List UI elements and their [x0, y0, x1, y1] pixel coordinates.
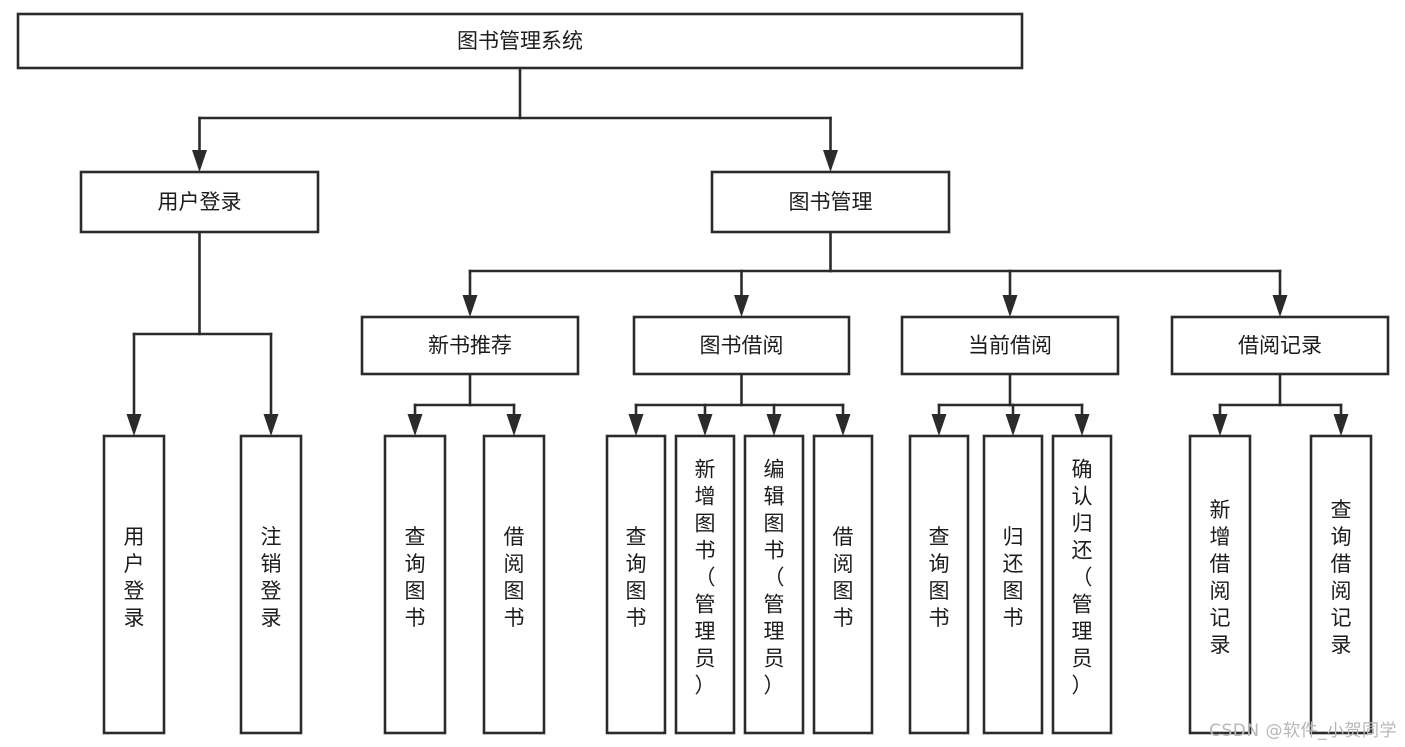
node-label: 新书推荐 — [428, 334, 512, 358]
node-book-borrow[interactable]: 图书借阅 — [632, 315, 851, 376]
node-leaf-return-book[interactable]: 归还图书 — [982, 434, 1044, 735]
node-label: 查询图书 — [626, 525, 647, 630]
watermark-text: CSDN @软件_小贺同学 — [1209, 721, 1397, 741]
node-leaf-query-book-borrow[interactable]: 查询图书 — [605, 434, 667, 735]
node-borrow-record[interactable]: 借阅记录 — [1170, 315, 1390, 376]
node-label: 查询借阅记录 — [1331, 498, 1352, 657]
node-label: 借阅图书 — [504, 525, 525, 630]
node-label: 查询图书 — [929, 525, 950, 630]
arrow-head-icon — [192, 150, 207, 172]
node-leaf-confirm-return[interactable]: 确认归还（管理员） — [1051, 434, 1113, 735]
node-label: 借阅记录 — [1238, 334, 1322, 358]
node-book-manage[interactable]: 图书管理 — [710, 170, 951, 234]
arrow-head-icon — [126, 414, 142, 436]
node-label: 图书管理 — [789, 190, 873, 214]
node-box — [1051, 434, 1113, 735]
edges-layer — [126, 66, 1349, 436]
node-box — [908, 434, 970, 735]
arrow-head-icon — [1212, 414, 1228, 436]
arrow-head-icon — [1333, 414, 1349, 436]
node-label: 当前借阅 — [968, 334, 1052, 358]
node-box — [102, 434, 166, 735]
arrow-head-icon — [835, 414, 851, 436]
node-label: 图书管理系统 — [457, 29, 583, 53]
arrow-head-icon — [628, 414, 644, 436]
node-box — [383, 434, 447, 735]
node-leaf-query-book-current[interactable]: 查询图书 — [908, 434, 970, 735]
node-label: 用户登录 — [158, 190, 242, 214]
node-box — [16, 12, 1024, 70]
node-box — [982, 434, 1044, 735]
arrow-head-icon — [1074, 414, 1090, 436]
node-box — [1170, 315, 1390, 376]
arrow-head-icon — [931, 414, 947, 436]
node-box — [1188, 434, 1252, 735]
arrow-head-icon — [506, 414, 522, 436]
node-box — [900, 315, 1120, 376]
node-box — [360, 315, 580, 376]
node-label: 注销登录 — [261, 525, 282, 630]
node-box — [812, 434, 874, 735]
node-leaf-user-login[interactable]: 用户登录 — [102, 434, 166, 735]
node-box — [239, 434, 303, 735]
node-box — [674, 434, 736, 735]
node-leaf-add-book[interactable]: 新增图书（管理员） — [674, 434, 736, 735]
node-box — [1309, 434, 1373, 735]
node-box — [632, 315, 851, 376]
node-label: 借阅图书 — [833, 525, 854, 630]
node-leaf-query-record[interactable]: 查询借阅记录 — [1309, 434, 1373, 735]
node-label: 编辑图书（管理员） — [764, 458, 785, 698]
arrow-head-icon — [697, 414, 713, 436]
node-leaf-query-book-rec[interactable]: 查询图书 — [383, 434, 447, 735]
node-box — [743, 434, 805, 735]
arrow-head-icon — [1002, 295, 1018, 317]
node-box — [79, 170, 320, 234]
node-leaf-borrow-book[interactable]: 借阅图书 — [812, 434, 874, 735]
node-label: 新增借阅记录 — [1210, 498, 1231, 657]
node-label: 归还图书 — [1003, 525, 1024, 630]
arrow-head-icon — [462, 295, 478, 317]
arrow-head-icon — [263, 414, 279, 436]
arrow-head-icon — [1005, 414, 1021, 436]
arrow-head-icon — [823, 150, 838, 172]
node-box — [482, 434, 546, 735]
node-current-borrow[interactable]: 当前借阅 — [900, 315, 1120, 376]
arrow-head-icon — [734, 295, 749, 317]
node-user-login[interactable]: 用户登录 — [79, 170, 320, 234]
node-leaf-borrow-book-rec[interactable]: 借阅图书 — [482, 434, 546, 735]
node-label: 新增图书（管理员） — [695, 458, 716, 698]
node-label: 用户登录 — [124, 525, 145, 630]
node-label: 确认归还（管理员） — [1072, 458, 1093, 698]
node-leaf-edit-book[interactable]: 编辑图书（管理员） — [743, 434, 805, 735]
node-label: 查询图书 — [405, 525, 426, 630]
node-leaf-add-record[interactable]: 新增借阅记录 — [1188, 434, 1252, 735]
node-label: 图书借阅 — [700, 334, 784, 358]
node-leaf-logout[interactable]: 注销登录 — [239, 434, 303, 735]
node-box — [710, 170, 951, 234]
arrow-head-icon — [766, 414, 782, 436]
node-new-book-recommend[interactable]: 新书推荐 — [360, 315, 580, 376]
node-root[interactable]: 图书管理系统 — [16, 12, 1024, 70]
arrow-head-icon — [1272, 295, 1288, 317]
arrow-head-icon — [407, 414, 423, 436]
node-box — [605, 434, 667, 735]
nodes-layer: 图书管理系统用户登录图书管理新书推荐图书借阅当前借阅借阅记录用户登录注销登录查询… — [16, 12, 1390, 735]
